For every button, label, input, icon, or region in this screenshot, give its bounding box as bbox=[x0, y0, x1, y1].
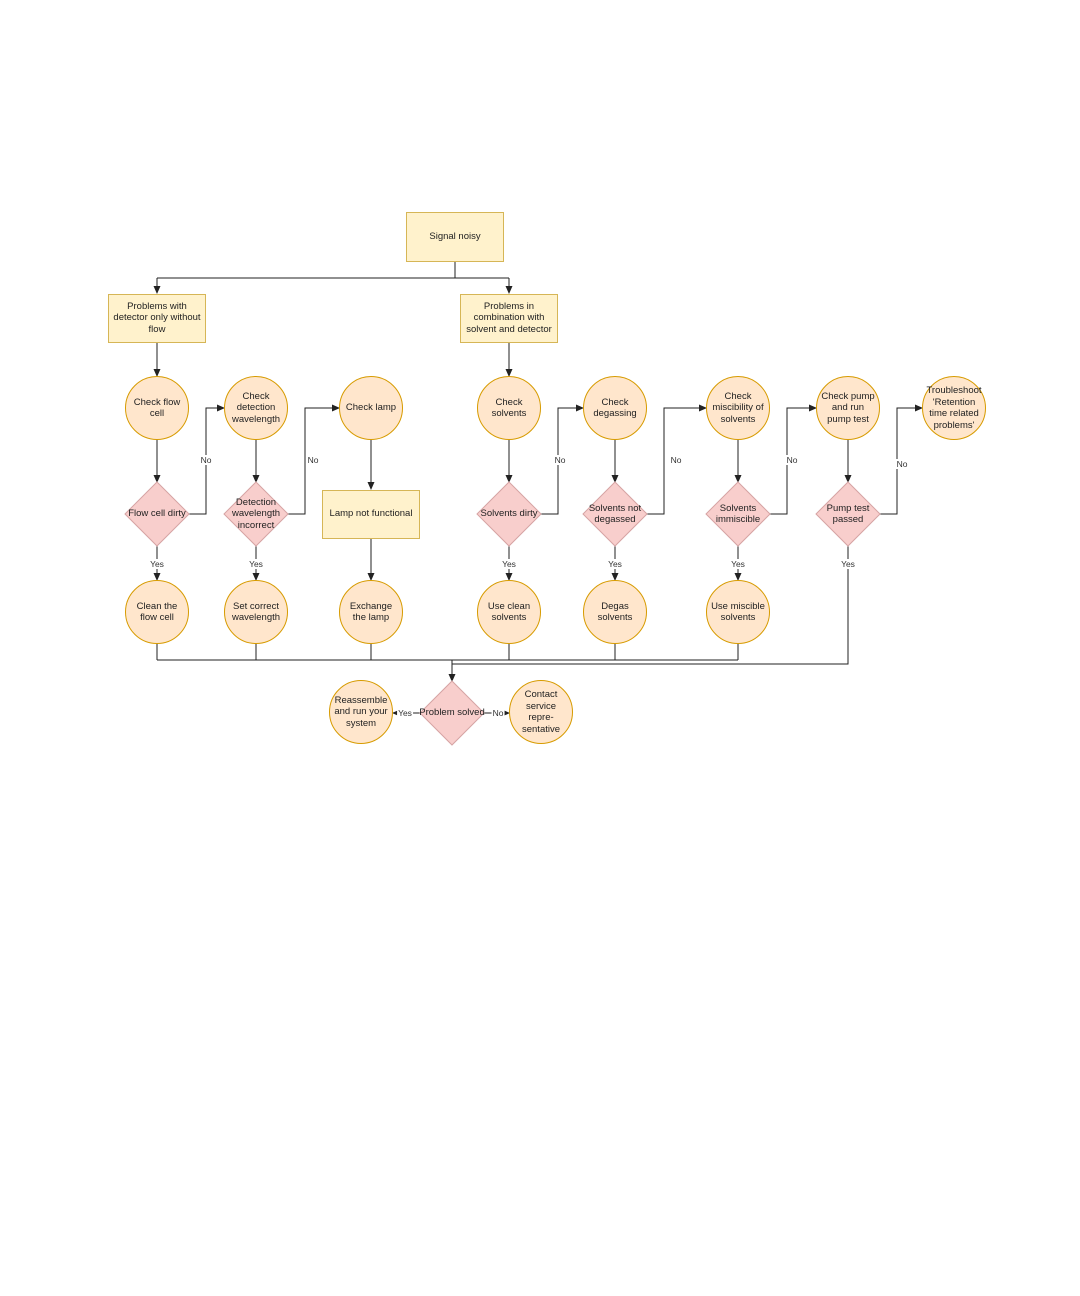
no-label-degassed: No bbox=[669, 455, 683, 465]
lamp-not-functional-box: Lamp not functional bbox=[322, 489, 420, 539]
no-label-immiscible: No bbox=[785, 455, 799, 465]
yes-label-pump-test: Yes bbox=[840, 559, 856, 569]
solvents-immiscible-diamond-shape bbox=[705, 481, 771, 547]
flow-cell-dirty-diamond-shape bbox=[124, 481, 190, 547]
pump-test-passed-diamond-shape bbox=[815, 481, 881, 547]
reassemble-circle: Reassemble and run your system bbox=[329, 680, 393, 744]
clean-flow-cell-circle: Clean the flow cell bbox=[125, 580, 189, 644]
check-flow-cell-circle: Check flow cell bbox=[125, 376, 189, 440]
no-degassed-to-miscibility bbox=[647, 404, 707, 515]
contact-service-circle: Contact service repre-sentative bbox=[509, 680, 573, 744]
yes-label-immiscible: Yes bbox=[730, 559, 746, 569]
check-detection-wavelength-circle: Check detection wavelength bbox=[224, 376, 288, 440]
no-label-flow-cell: No bbox=[199, 455, 213, 465]
detection-wavelength-incorrect-diamond-shape bbox=[223, 481, 289, 547]
set-correct-wavelength-circle: Set correct wavelength bbox=[224, 580, 288, 644]
solvents-not-degassed-diamond-shape bbox=[582, 481, 648, 547]
yes-label-degassed: Yes bbox=[607, 559, 623, 569]
check-pump-circle: Check pump and run pump test bbox=[816, 376, 880, 440]
no-label-problem-solved: No bbox=[491, 708, 505, 718]
yes-label-problem-solved: Yes bbox=[397, 708, 413, 718]
no-label-solvents-dirty: No bbox=[553, 455, 567, 465]
no-wavelength-to-lamp bbox=[288, 404, 340, 515]
use-clean-solvents-circle: Use clean solvents bbox=[477, 580, 541, 644]
yes-label-solvents-dirty: Yes bbox=[501, 559, 517, 569]
solvents-dirty-diamond-shape bbox=[476, 481, 542, 547]
problem-solved-diamond-shape bbox=[419, 680, 485, 746]
exchange-lamp-circle: Exchange the lamp bbox=[339, 580, 403, 644]
problems-detector-only-box: Problems with detector only without flow bbox=[108, 293, 206, 343]
problems-combination-box: Problems in combination with solvent and… bbox=[460, 293, 558, 343]
check-solvents-circle: Check solvents bbox=[477, 376, 541, 440]
decision-shapes bbox=[124, 481, 881, 746]
pump-passed-to-merge bbox=[452, 546, 849, 665]
yes-label-wavelength: Yes bbox=[248, 559, 264, 569]
use-miscible-solvents-circle: Use miscible solvents bbox=[706, 580, 770, 644]
signal-noisy-box: Signal noisy bbox=[406, 212, 504, 262]
check-miscibility-circle: Check miscibility of solvents bbox=[706, 376, 770, 440]
troubleshoot-retention-circle: Troubleshoot 'Retention time related pro… bbox=[922, 376, 986, 440]
degas-solvents-circle: Degas solvents bbox=[583, 580, 647, 644]
yes-label-flow-cell: Yes bbox=[149, 559, 165, 569]
check-degassing-circle: Check degassing bbox=[583, 376, 647, 440]
check-lamp-circle: Check lamp bbox=[339, 376, 403, 440]
no-label-wavelength: No bbox=[306, 455, 320, 465]
no-label-pump-test: No bbox=[895, 459, 909, 469]
